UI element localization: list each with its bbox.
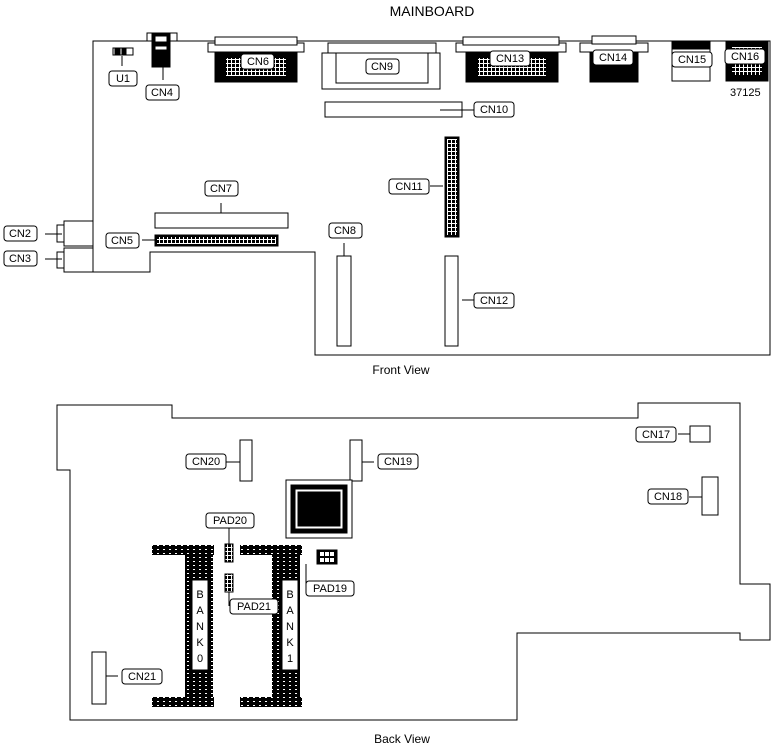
- svg-text:CN20: CN20: [192, 456, 220, 468]
- back-view: [56, 402, 771, 721]
- svg-text:B: B: [286, 589, 293, 601]
- svg-text:CN19: CN19: [384, 456, 412, 468]
- label-u1: U1: [108, 70, 138, 87]
- bank1-slot: [240, 545, 302, 707]
- front-view-caption: Front View: [372, 363, 429, 377]
- cn11-header: [444, 136, 460, 238]
- svg-text:A: A: [196, 605, 204, 617]
- part-number: 37125: [730, 87, 761, 99]
- svg-text:K: K: [286, 637, 294, 649]
- label-cn7: CN7: [204, 180, 239, 197]
- front-view: [45, 32, 771, 356]
- pad20-jumper: [224, 543, 234, 563]
- cpu-chip: [285, 479, 353, 539]
- bank0-slot: [152, 545, 214, 707]
- label-cn2: CN2: [3, 225, 38, 242]
- label-cn19: CN19: [377, 453, 419, 470]
- label-cn14: CN14: [592, 49, 634, 66]
- cn8-slot: [336, 255, 352, 347]
- label-pad20: PAD20: [205, 512, 255, 529]
- label-cn21: CN21: [121, 668, 163, 685]
- svg-text:CN5: CN5: [111, 235, 133, 247]
- label-pad21: PAD21: [229, 598, 279, 615]
- svg-text:CN4: CN4: [151, 87, 173, 99]
- cn19-connector: [349, 439, 363, 482]
- svg-text:CN8: CN8: [334, 225, 356, 237]
- svg-text:PAD19: PAD19: [313, 583, 347, 595]
- svg-text:0: 0: [197, 653, 203, 665]
- u1-component: [112, 47, 134, 56]
- bank0-label: B A N K 0: [196, 589, 204, 665]
- back-view-caption: Back View: [374, 732, 430, 746]
- svg-text:CN11: CN11: [395, 181, 422, 193]
- label-cn18: CN18: [647, 488, 689, 505]
- label-cn4: CN4: [145, 84, 180, 101]
- label-cn12: CN12: [473, 292, 515, 309]
- svg-text:CN7: CN7: [210, 183, 232, 195]
- cn2-jack: [56, 220, 94, 247]
- label-cn17: CN17: [635, 426, 677, 443]
- svg-text:CN12: CN12: [480, 295, 508, 307]
- pad21-jumper: [224, 573, 234, 593]
- svg-text:PAD21: PAD21: [237, 601, 271, 613]
- label-cn9: CN9: [365, 58, 400, 75]
- svg-text:K: K: [196, 637, 204, 649]
- svg-text:CN17: CN17: [642, 429, 670, 441]
- svg-text:PAD20: PAD20: [213, 515, 247, 527]
- cn18-connector: [701, 476, 719, 516]
- label-cn5: CN5: [105, 232, 140, 249]
- cn17-connector: [689, 425, 711, 443]
- label-cn13: CN13: [489, 50, 531, 67]
- svg-text:B: B: [196, 589, 203, 601]
- svg-text:A: A: [286, 605, 294, 617]
- svg-text:CN9: CN9: [371, 61, 393, 73]
- label-cn11: CN11: [388, 178, 430, 195]
- cn12-slot: [444, 255, 459, 347]
- svg-text:CN10: CN10: [480, 104, 508, 116]
- label-cn3: CN3: [3, 250, 38, 267]
- svg-text:N: N: [196, 621, 204, 633]
- cn5-header: [154, 234, 279, 247]
- label-cn20: CN20: [185, 453, 227, 470]
- bank1-label: B A N K 1: [286, 589, 294, 665]
- svg-text:CN13: CN13: [496, 53, 524, 65]
- svg-text:N: N: [286, 621, 294, 633]
- front-board-outline: [92, 40, 771, 356]
- svg-text:CN2: CN2: [9, 228, 31, 240]
- label-pad19: PAD19: [305, 580, 355, 597]
- diagram-title: MAINBOARD: [390, 3, 475, 19]
- svg-text:CN21: CN21: [128, 671, 156, 683]
- pad19-jumper: [316, 549, 338, 565]
- cn7-slot: [154, 212, 289, 229]
- back-board-outline: [56, 402, 771, 721]
- cn20-connector: [239, 439, 253, 482]
- svg-text:1: 1: [287, 653, 293, 665]
- svg-text:CN3: CN3: [9, 253, 31, 265]
- cn21-connector: [91, 651, 107, 705]
- svg-text:CN15: CN15: [678, 54, 706, 66]
- cn3-jack: [56, 247, 94, 273]
- front-labels: U1 CN4 CN6 CN9 CN13 CN14 CN15 CN16 37125…: [3, 48, 766, 309]
- label-cn15: CN15: [671, 51, 713, 68]
- svg-text:CN6: CN6: [247, 56, 269, 68]
- svg-text:CN18: CN18: [654, 491, 682, 503]
- label-cn8: CN8: [328, 222, 363, 239]
- label-cn10: CN10: [473, 101, 515, 118]
- svg-text:U1: U1: [116, 73, 130, 85]
- back-labels: CN17 CN18 CN20 CN19 PAD20 PAD21 PAD19 CN…: [121, 426, 689, 685]
- svg-text:CN14: CN14: [599, 52, 627, 64]
- label-cn16: CN16: [724, 48, 766, 65]
- svg-text:CN16: CN16: [731, 51, 759, 63]
- label-cn6: CN6: [240, 53, 275, 70]
- cn4-connector: [146, 32, 178, 68]
